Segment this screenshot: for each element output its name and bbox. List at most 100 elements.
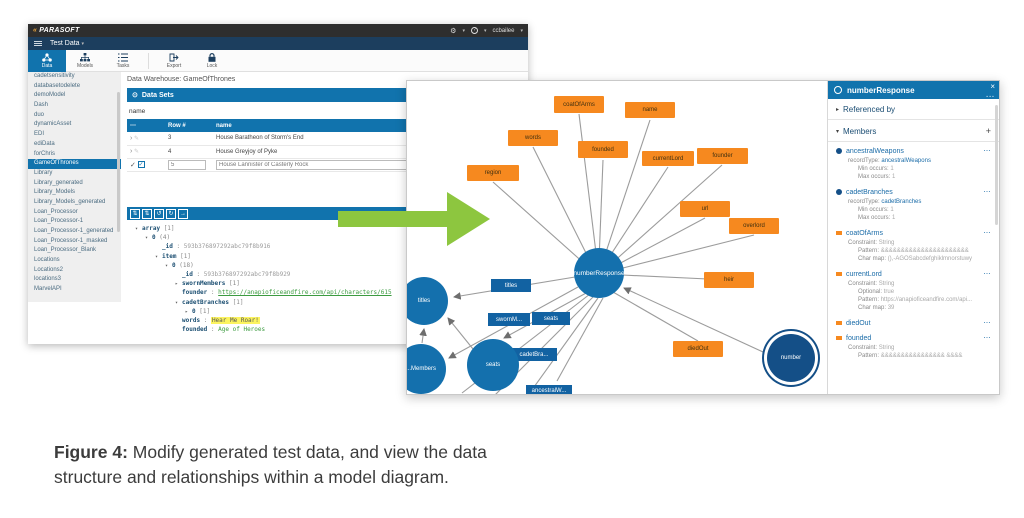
founder-link[interactable]: https://anapioficeandfire.com/api/charac…	[218, 289, 392, 297]
nav-export[interactable]: Export	[155, 50, 193, 72]
sidebar-item[interactable]: Dash	[34, 102, 49, 109]
model-diagram-canvas[interactable]: coatOfArms name words founded currentLor…	[407, 81, 827, 394]
tree-node[interactable]: ▾cadetBranches [1]	[175, 298, 244, 306]
sidebar-item[interactable]: Loan_Processor	[34, 208, 78, 215]
edge-label[interactable]: swornM...	[488, 313, 530, 326]
sidebar-item[interactable]: Loan_Processor_Blank	[34, 247, 97, 254]
tree-node[interactable]: ▾array [1]	[135, 225, 175, 232]
field-node[interactable]: founded	[578, 141, 628, 158]
member-item[interactable]: currentLord ⋯ Constraint: String Optiona…	[828, 265, 999, 314]
members-section[interactable]: ▾ Members +	[828, 120, 999, 142]
edit-icon[interactable]: ✎	[134, 135, 140, 142]
field-node[interactable]: words	[508, 130, 558, 146]
tree-node[interactable]: ▸0 [1]	[185, 307, 211, 315]
field-node[interactable]: diedOut	[673, 341, 723, 357]
sidebar-item[interactable]: Library_Models	[34, 189, 76, 196]
record-node-number[interactable]: number	[767, 334, 815, 382]
tree-node[interactable]: _id : 593b376897292abc79f8b929	[182, 270, 291, 278]
field-node[interactable]: heir	[704, 272, 754, 288]
more-icon[interactable]: ...	[986, 92, 995, 99]
tree-node[interactable]: founded : Age of Heroes	[182, 326, 266, 334]
sidebar-item[interactable]: Library	[34, 169, 53, 176]
tree-node[interactable]: _id : 593b376897292abc79f8b916	[162, 243, 271, 251]
row-number-input[interactable]	[168, 159, 206, 170]
field-node[interactable]: currentLord	[642, 151, 694, 166]
field-node[interactable]: url	[680, 201, 730, 217]
row-expander-icon[interactable]: ›	[130, 148, 133, 155]
column-row-number[interactable]: Row #	[165, 119, 213, 132]
sidebar-item[interactable]: Locations2	[34, 266, 64, 273]
member-more-icon[interactable]: ⋯	[983, 271, 991, 278]
sidebar-item[interactable]: dynamicAsset	[34, 121, 72, 128]
confirm-check-icon[interactable]: ✓	[130, 161, 136, 169]
nav-models[interactable]: Models	[66, 50, 104, 72]
tree-node[interactable]: ▸swornMembers [1]	[175, 280, 240, 288]
field-node[interactable]: overlord	[729, 218, 779, 234]
user-menu[interactable]: ccbailee	[492, 27, 515, 34]
sidebar-item[interactable]: Loan_Processor-1	[34, 218, 84, 225]
member-item[interactable]: diedOut ⋯	[828, 314, 999, 329]
member-item[interactable]: ancestralWeapons ⋯ recordType: ancestral…	[828, 142, 999, 183]
member-more-icon[interactable]: ⋯	[983, 148, 991, 155]
sidebar-item[interactable]: locations3	[34, 276, 62, 283]
member-item[interactable]: cadetBranches ⋯ recordType: cadetBranche…	[828, 183, 999, 224]
member-more-icon[interactable]: ⋯	[983, 320, 991, 327]
edge-label[interactable]: cadetBra...	[511, 348, 557, 361]
record-node-numberResponse[interactable]: numberResponse	[573, 248, 625, 298]
tree-node[interactable]: ▾0 (4)	[145, 234, 171, 242]
field-node[interactable]: coatOfArms	[554, 96, 604, 113]
referenced-by-section[interactable]: ▸ Referenced by	[828, 99, 999, 120]
record-node-titles[interactable]: titles	[407, 277, 448, 325]
tree-node[interactable]: ▾item [1]	[155, 252, 191, 260]
field-node[interactable]: region	[467, 165, 519, 181]
hamburger-icon[interactable]	[34, 40, 42, 47]
record-node-seats[interactable]: seats	[467, 339, 519, 391]
help-icon[interactable]: ?	[470, 27, 478, 34]
tree-node[interactable]: ▾0 (18)	[165, 261, 194, 269]
sidebar-scrollbar[interactable]	[117, 92, 120, 232]
member-item[interactable]: founded ⋯ Constraint: String Pattern: &&…	[828, 329, 999, 362]
expand-all-icon[interactable]: ⇅	[130, 208, 140, 219]
member-more-icon[interactable]: ⋯	[983, 230, 991, 237]
sidebar-item[interactable]: cadetsensitivity	[34, 73, 75, 79]
collapse-icon[interactable]: ⊙	[132, 92, 138, 99]
member-item[interactable]: coatOfArms ⋯ Constraint: String Pattern:…	[828, 224, 999, 265]
sidebar-item[interactable]: MarvelAPI	[34, 286, 62, 293]
close-icon[interactable]: ×	[990, 82, 995, 91]
row-checkbox[interactable]: ✓	[137, 161, 145, 169]
edge-label[interactable]: ancestralW...	[526, 385, 572, 394]
sidebar-item[interactable]: databasetodelete	[34, 82, 81, 89]
member-more-icon[interactable]: ⋯	[983, 189, 991, 196]
sidebar-item[interactable]: Loan_Processor-1_masked	[34, 237, 108, 244]
nav-data[interactable]: Data	[28, 50, 66, 72]
nav-lock[interactable]: Lock	[193, 50, 231, 72]
nav-tasks[interactable]: Tasks	[104, 50, 142, 72]
sidebar-item[interactable]: ediData	[34, 140, 55, 147]
member-more-icon[interactable]: ⋯	[983, 335, 991, 342]
sidebar-item[interactable]: forChris	[34, 150, 56, 157]
row-expander-icon[interactable]: ›	[130, 134, 133, 142]
tree-node[interactable]: founder : https://anapioficeandfire.com/…	[182, 289, 392, 297]
tree-node[interactable]: words : Hear Me Roar!	[182, 316, 260, 324]
sidebar-item-selected[interactable]: GameOfThrones	[28, 159, 121, 169]
edge-label[interactable]: titles	[491, 279, 531, 292]
sidebar-item[interactable]: duo	[34, 111, 45, 118]
sidebar-item[interactable]: demoModel	[34, 92, 66, 99]
sidebar-item[interactable]: Locations	[34, 257, 60, 264]
record-node-members[interactable]: ...Members	[407, 344, 446, 394]
collapse-all-icon[interactable]: ⇅	[142, 208, 152, 219]
test-data-menu[interactable]: Test Data ▾	[50, 40, 85, 47]
panel-scrollbar[interactable]	[995, 105, 998, 225]
field-node[interactable]: founder	[697, 148, 748, 164]
add-member-icon[interactable]: +	[985, 126, 991, 136]
sidebar-item[interactable]: Loan_Processor-1_generated	[34, 228, 114, 234]
gear-icon[interactable]: ⚙	[450, 27, 457, 35]
sidebar-item[interactable]: EDI	[34, 131, 45, 138]
field-node[interactable]: name	[625, 102, 675, 118]
sidebar-item[interactable]: Library_generated	[34, 179, 83, 186]
sidebar-item[interactable]: Library_Models_generated	[34, 198, 106, 205]
undo-icon[interactable]: ↺	[154, 208, 164, 219]
edit-icon[interactable]: ✎	[134, 149, 140, 155]
redo-icon[interactable]: ↻	[166, 208, 176, 219]
data-sets-header[interactable]: ⊙ Data Sets	[127, 88, 497, 102]
